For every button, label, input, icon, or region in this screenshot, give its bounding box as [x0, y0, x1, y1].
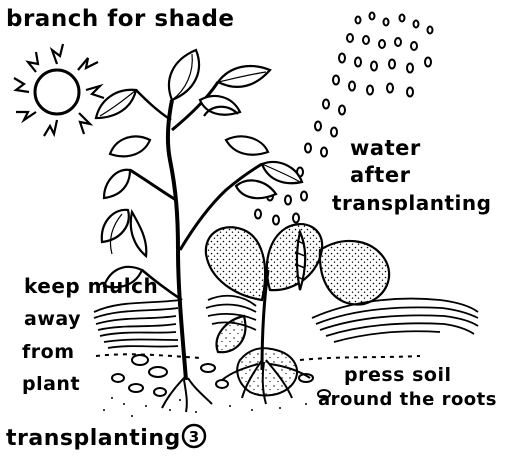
label-press-soil: press soil: [344, 366, 451, 385]
shade-branch-icon: [96, 50, 302, 380]
label-keep-mulch: keep mulch: [24, 276, 158, 296]
label-from: from: [22, 343, 75, 362]
label-plant: plant: [22, 375, 80, 394]
label-branch-for-shade: branch for shade: [6, 8, 235, 31]
seedling-icon: [206, 224, 389, 370]
label-after: after: [350, 165, 410, 186]
sun-icon: [14, 44, 104, 136]
label-transplanting-water: transplanting: [332, 193, 491, 213]
mulch-icon: [94, 296, 478, 348]
caption-number: 3: [189, 428, 199, 446]
caption-number-badge: 3: [183, 425, 205, 447]
caption-title: transplanting: [6, 428, 181, 450]
label-around-the-roots: around the roots: [318, 391, 497, 409]
label-water: water: [350, 138, 421, 159]
label-away: away: [24, 310, 81, 329]
